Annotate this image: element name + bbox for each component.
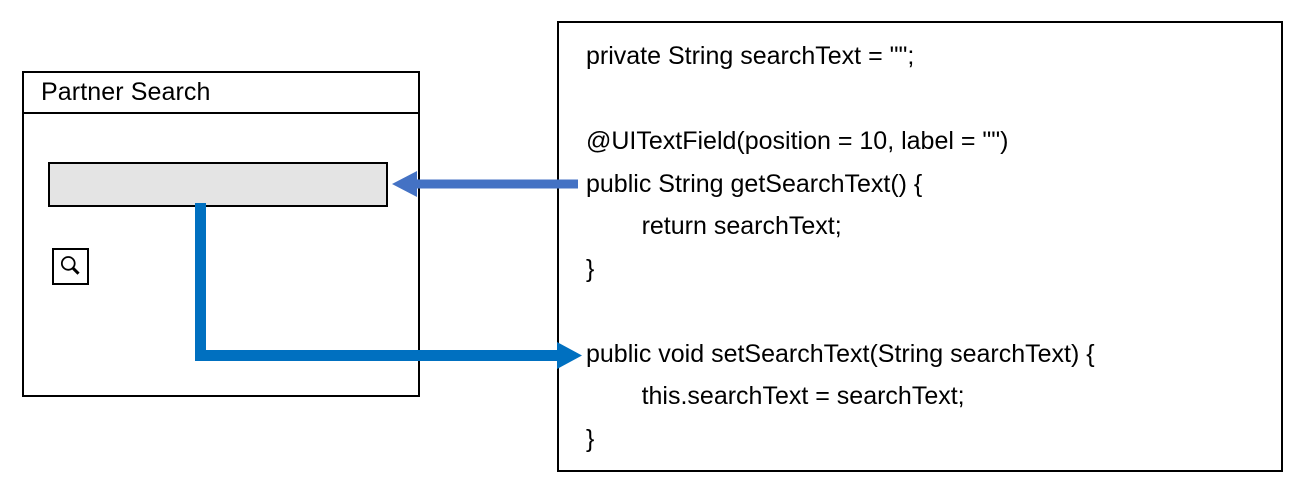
partner-search-window: Partner Search	[22, 71, 420, 397]
search-button[interactable]	[52, 248, 89, 285]
code-line	[586, 290, 1275, 333]
code-panel: private String searchText = ""; @UITextF…	[557, 21, 1283, 472]
code-line: private String searchText = "";	[586, 42, 915, 70]
magnifier-icon	[60, 256, 80, 275]
window-titlebar: Partner Search	[24, 73, 418, 114]
search-input[interactable]	[48, 162, 388, 207]
code-line: return searchText;	[586, 212, 842, 240]
code-line-getter: public String getSearchText() {	[586, 169, 923, 198]
code-line: this.searchText = searchText;	[586, 382, 965, 410]
code-line-setter: public void setSearchText(String searchT…	[586, 339, 1095, 368]
code-listing: private String searchText = ""; @UITextF…	[586, 35, 1275, 460]
window-content-area	[24, 114, 418, 397]
code-line: }	[586, 424, 595, 453]
code-line	[586, 78, 1275, 121]
code-line: @UITextField(position = 10, label = "")	[586, 127, 1009, 155]
window-title: Partner Search	[41, 78, 211, 106]
code-line: }	[586, 254, 595, 283]
